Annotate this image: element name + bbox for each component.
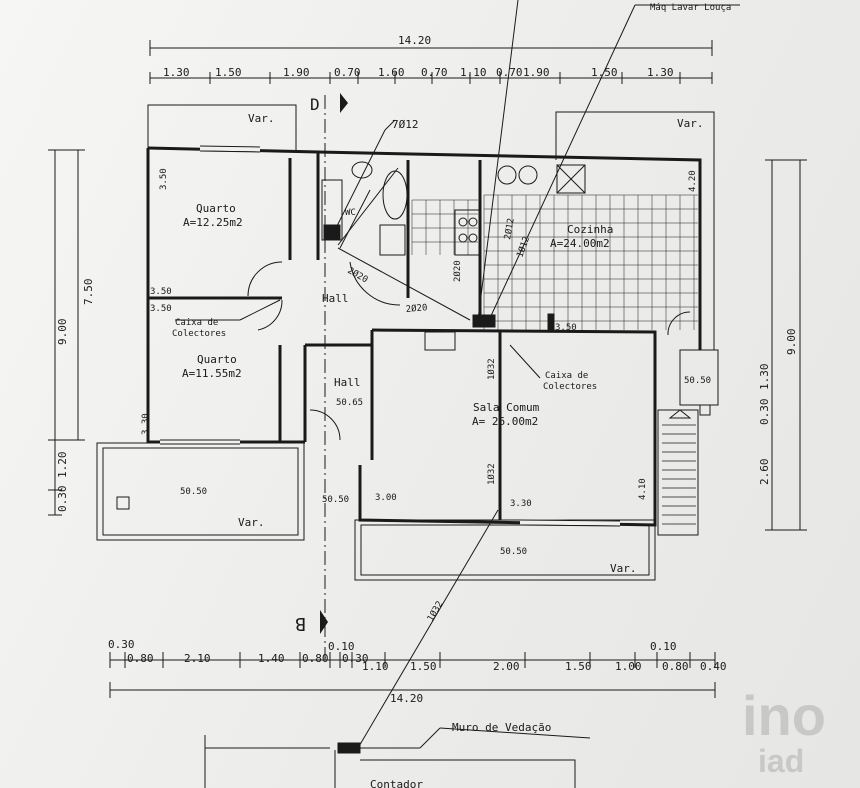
bottom-dim-10: 1.50 (565, 660, 592, 673)
caixa1-label-b: Colectores (172, 329, 226, 339)
room-cozinha-name: Cozinha (567, 223, 613, 236)
top-dimension-lines (149, 40, 713, 84)
top-dim-4: 1.60 (378, 66, 405, 79)
maq-lavar-label: Máq Lavar Louça (650, 3, 731, 13)
var-label-4: Var. (610, 562, 637, 575)
code-7012: 7Ø12 (392, 118, 419, 131)
bottom-dim-3: 1.40 (258, 652, 285, 665)
bottom-dim-11: 1.00 (615, 660, 642, 673)
room-quarto1-area: A=12.25m2 (183, 216, 243, 229)
caixa2-label-b: Colectores (543, 382, 597, 392)
top-total-dim: 14.20 (398, 34, 431, 47)
room-cozinha-w: 3.50 (555, 323, 577, 333)
room-quarto2-w: 3.50 (150, 304, 172, 314)
section-b-label: B (295, 613, 306, 634)
left-dimension-lines (48, 149, 85, 516)
right-dim-2: 0.30 (758, 399, 771, 426)
code-1032b: 1Ø32 (486, 463, 497, 485)
right-dim-total: 9.00 (785, 329, 798, 356)
code-5050b: 50.50 (322, 495, 349, 505)
room-cozinha-h: 4.20 (688, 170, 698, 192)
room-hall2-code: 50.65 (336, 398, 363, 408)
bottom-dim-9: 2.00 (493, 660, 520, 673)
left-dim-inner: 7.50 (82, 279, 95, 306)
top-dim-0: 1.30 (163, 66, 190, 79)
right-dim-1: 1.30 (758, 364, 771, 391)
logo-top: ino (742, 684, 826, 747)
room-quarto2-name: Quarto (197, 353, 237, 366)
room-sala-area: A= 26.00m2 (472, 415, 538, 428)
bottom-dim-12: 0.10 (650, 640, 677, 653)
room-sala-h: 4.10 (638, 478, 648, 500)
top-dim-5: 0.70 (421, 66, 448, 79)
room-quarto2-h: 3.30 (141, 413, 151, 435)
top-dim-2: 1.90 (283, 66, 310, 79)
bottom-dim-6: 0.30 (342, 652, 369, 665)
room-hall1-name: Hall (322, 292, 349, 305)
var-label-2: Var. (677, 117, 704, 130)
var-label-3: Var. (238, 516, 265, 529)
room-cozinha-area: A=24.00m2 (550, 237, 610, 250)
room-wc-label: WC (345, 208, 356, 218)
contador-label: Contador (370, 778, 423, 788)
right-dim-3: 2.60 (758, 459, 771, 486)
left-dim-small2: 0.30 (56, 486, 69, 513)
code-5050a: 50.50 (180, 487, 207, 497)
code-2012: 2Ø12 (502, 217, 517, 240)
muro-label: Muro de Vedação (452, 721, 551, 734)
room-sala-name: Sala Comum (473, 401, 540, 414)
room-sala-w2: 3.30 (510, 499, 532, 509)
room-hall2-name: Hall (334, 376, 361, 389)
code-5050d: 50.50 (684, 376, 711, 386)
bottom-dim-8: 1.50 (410, 660, 437, 673)
var-label-1: Var. (248, 112, 275, 125)
bottom-dim-2: 2.10 (184, 652, 211, 665)
top-dim-8: 1.90 (523, 66, 550, 79)
caixa2-label-a: Caixa de (545, 371, 588, 381)
room-quarto1-h: 3.50 (159, 168, 169, 190)
code-2020b: 2Ø20 (405, 302, 428, 315)
top-dim-10: 1.30 (647, 66, 674, 79)
section-d-label: D (310, 95, 320, 114)
room-quarto2-area: A=11.55m2 (182, 367, 242, 380)
bottom-dimension-lines (109, 652, 716, 788)
caixa1-label-a: Caixa de (175, 318, 218, 328)
bottom-dim-0: 0.30 (108, 638, 135, 651)
balconies (96, 104, 719, 581)
pipe-lines (175, 0, 740, 749)
iad-logo: ino iad (742, 684, 826, 779)
top-dim-3: 0.70 (334, 66, 361, 79)
room-quarto1-w: 3.50 (150, 287, 172, 297)
code-1012: 1Ø12 (514, 235, 532, 259)
left-dim-total: 9.00 (56, 319, 69, 346)
bottom-dim-5: 0.10 (328, 640, 355, 653)
bottom-dim-1: 0.80 (127, 652, 154, 665)
bottom-total-dim: 14.20 (390, 692, 423, 705)
code-2020c: 2Ø20 (452, 260, 463, 282)
bottom-dim-13: 0.80 (662, 660, 689, 673)
bottom-dim-4: 0.80 (302, 652, 329, 665)
section-line (320, 93, 348, 660)
room-quarto1-name: Quarto (196, 202, 236, 215)
stair-arrow (668, 409, 692, 419)
code-5050c: 50.50 (500, 547, 527, 557)
interior-details (160, 145, 711, 754)
left-dim-small1: 1.20 (56, 452, 69, 479)
top-dim-6: 1.10 (460, 66, 487, 79)
logo-bottom: iad (758, 743, 804, 779)
code-1032c: 1Ø32 (425, 599, 445, 623)
bottom-dim-7: 1.10 (362, 660, 389, 673)
bottom-dim-14: 0.40 (700, 660, 727, 673)
right-dimension-lines (765, 159, 807, 531)
room-sala-w1: 3.00 (375, 493, 397, 503)
code-1032a: 1Ø32 (486, 358, 497, 380)
top-dim-1: 1.50 (215, 66, 242, 79)
